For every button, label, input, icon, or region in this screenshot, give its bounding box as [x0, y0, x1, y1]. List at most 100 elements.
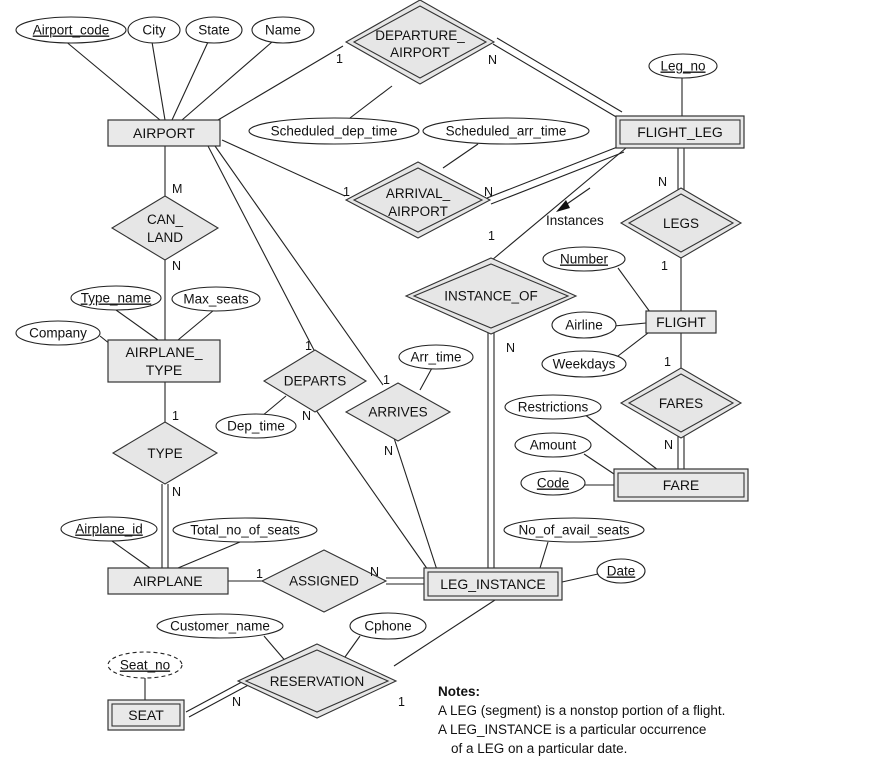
attr-no-of-avail-seats: No_of_avail_seats	[503, 517, 645, 543]
attr-max-seats: Max_seats	[171, 286, 261, 312]
rel-assigned: ASSIGNED	[260, 549, 388, 613]
card-dep-airport-1: 1	[336, 52, 343, 66]
entity-seat: SEAT	[107, 699, 185, 731]
attr-code: Code	[520, 470, 586, 496]
attr-number: Number	[542, 246, 626, 272]
notes: Notes: A LEG (segment) is a nonstop port…	[438, 684, 725, 756]
attr-state: State	[185, 16, 243, 44]
card-reservation-1: 1	[398, 695, 405, 709]
card-can-land-m: M	[172, 182, 182, 196]
attr-airline-label: Airline	[565, 318, 603, 333]
attr-airport-code: Airport_code	[15, 16, 127, 44]
attr-restrictions: Restrictions	[504, 394, 602, 420]
attr-date-label: Date	[607, 564, 636, 579]
rel-type-label: TYPE	[147, 446, 182, 461]
attr-name: Name	[251, 16, 315, 44]
rel-can-land: CAN_ LAND	[110, 195, 220, 261]
rel-can-land-label-1: CAN_	[147, 212, 184, 227]
rel-departs-label: DEPARTS	[284, 374, 347, 389]
entity-flight: FLIGHT	[645, 310, 717, 334]
instances-annotation: Instances	[546, 187, 604, 228]
attr-type-name-label: Type_name	[81, 291, 152, 306]
attr-amount: Amount	[514, 432, 592, 458]
rel-reservation-label: RESERVATION	[270, 674, 365, 689]
attr-cphone-label: Cphone	[364, 619, 411, 634]
rel-type: TYPE	[111, 421, 219, 485]
card-arr-airport-n: N	[484, 185, 493, 199]
rel-legs-label: LEGS	[663, 216, 699, 231]
card-departs-n: N	[302, 409, 311, 423]
attr-dep-time: Dep_time	[215, 413, 297, 439]
entity-fare: FARE	[613, 468, 749, 502]
instances-arrow-line	[563, 187, 591, 207]
rel-departs: DEPARTS	[262, 349, 368, 413]
attr-airline: Airline	[551, 311, 617, 339]
card-arrives-1: 1	[383, 373, 390, 387]
rel-arrival-airport-label-1: ARRIVAL_	[386, 186, 451, 201]
attr-company: Company	[15, 320, 101, 346]
card-reservation-n: N	[232, 695, 241, 709]
notes-line-1: A LEG (segment) is a nonstop portion of …	[438, 703, 725, 718]
card-type-n: N	[172, 485, 181, 499]
attr-date: Date	[596, 558, 646, 584]
attr-leg-no-label: Leg_no	[660, 59, 705, 74]
instances-arrow-head	[556, 200, 570, 212]
connector-lines	[63, 37, 685, 718]
rel-arrives: ARRIVES	[344, 382, 452, 442]
notes-line-2: A LEG_INSTANCE is a particular occurrenc…	[438, 722, 706, 737]
rel-reservation: RESERVATION	[236, 643, 398, 719]
card-fares-n: N	[664, 438, 673, 452]
entity-airplane-type-label-2: TYPE	[146, 362, 183, 378]
card-arr-airport-1: 1	[343, 185, 350, 199]
rel-can-land-label-2: LAND	[147, 230, 183, 245]
rel-arrival-airport-label-2: AIRPORT	[388, 204, 448, 219]
rel-instance-of-label: INSTANCE_OF	[444, 289, 538, 304]
attr-company-label: Company	[29, 326, 87, 341]
card-departs-1: 1	[305, 339, 312, 353]
attr-city-label: City	[142, 23, 165, 38]
card-arrives-n: N	[384, 444, 393, 458]
rel-arrival-airport: ARRIVAL_ AIRPORT	[344, 161, 492, 239]
entity-airport-label: AIRPORT	[133, 125, 195, 141]
rel-arrives-label: ARRIVES	[368, 405, 427, 420]
attr-no-of-avail-seats-label: No_of_avail_seats	[518, 523, 629, 538]
attr-max-seats-label: Max_seats	[183, 292, 249, 307]
card-assigned-n: N	[370, 565, 379, 579]
instances-label: Instances	[546, 213, 604, 228]
attr-airplane-id-label: Airplane_id	[75, 522, 143, 537]
attr-weekdays: Weekdays	[541, 350, 627, 378]
entity-airplane: AIRPLANE	[107, 567, 229, 595]
card-type-1: 1	[172, 409, 179, 423]
attr-seat-no-label: Seat_no	[120, 658, 170, 673]
attr-scheduled-dep-time: Scheduled_dep_time	[248, 117, 420, 145]
notes-heading: Notes:	[438, 684, 480, 699]
entity-airport: AIRPORT	[107, 119, 221, 147]
attr-restrictions-label: Restrictions	[518, 400, 589, 415]
attr-seat-no: Seat_no	[107, 651, 183, 679]
rel-departure-airport-label-1: DEPARTURE_	[375, 28, 465, 43]
attr-state-label: State	[198, 23, 230, 38]
attr-airplane-id: Airplane_id	[60, 516, 158, 542]
entity-leg-instance-label: LEG_INSTANCE	[440, 576, 546, 592]
attr-cphone: Cphone	[349, 612, 427, 640]
attr-customer-name: Customer_name	[156, 613, 284, 639]
card-legs-n: N	[658, 175, 667, 189]
card-instance-of-n: N	[506, 341, 515, 355]
rel-assigned-label: ASSIGNED	[289, 574, 359, 589]
entity-leg-instance: LEG_INSTANCE	[423, 567, 563, 601]
attr-customer-name-label: Customer_name	[170, 619, 270, 634]
attr-arr-time-label: Arr_time	[410, 350, 461, 365]
attr-total-no-of-seats: Total_no_of_seats	[172, 517, 318, 543]
rel-fares: FARES	[619, 367, 743, 439]
card-fares-1: 1	[664, 355, 671, 369]
entity-flight-leg: FLIGHT_LEG	[615, 115, 745, 149]
attr-leg-no: Leg_no	[648, 53, 718, 79]
attr-city: City	[127, 16, 181, 44]
attr-scheduled-dep-time-label: Scheduled_dep_time	[271, 124, 398, 139]
card-dep-airport-n: N	[488, 53, 497, 67]
attr-total-no-of-seats-label: Total_no_of_seats	[190, 523, 300, 538]
attr-amount-label: Amount	[530, 438, 577, 453]
attr-scheduled-arr-time: Scheduled_arr_time	[422, 117, 590, 145]
